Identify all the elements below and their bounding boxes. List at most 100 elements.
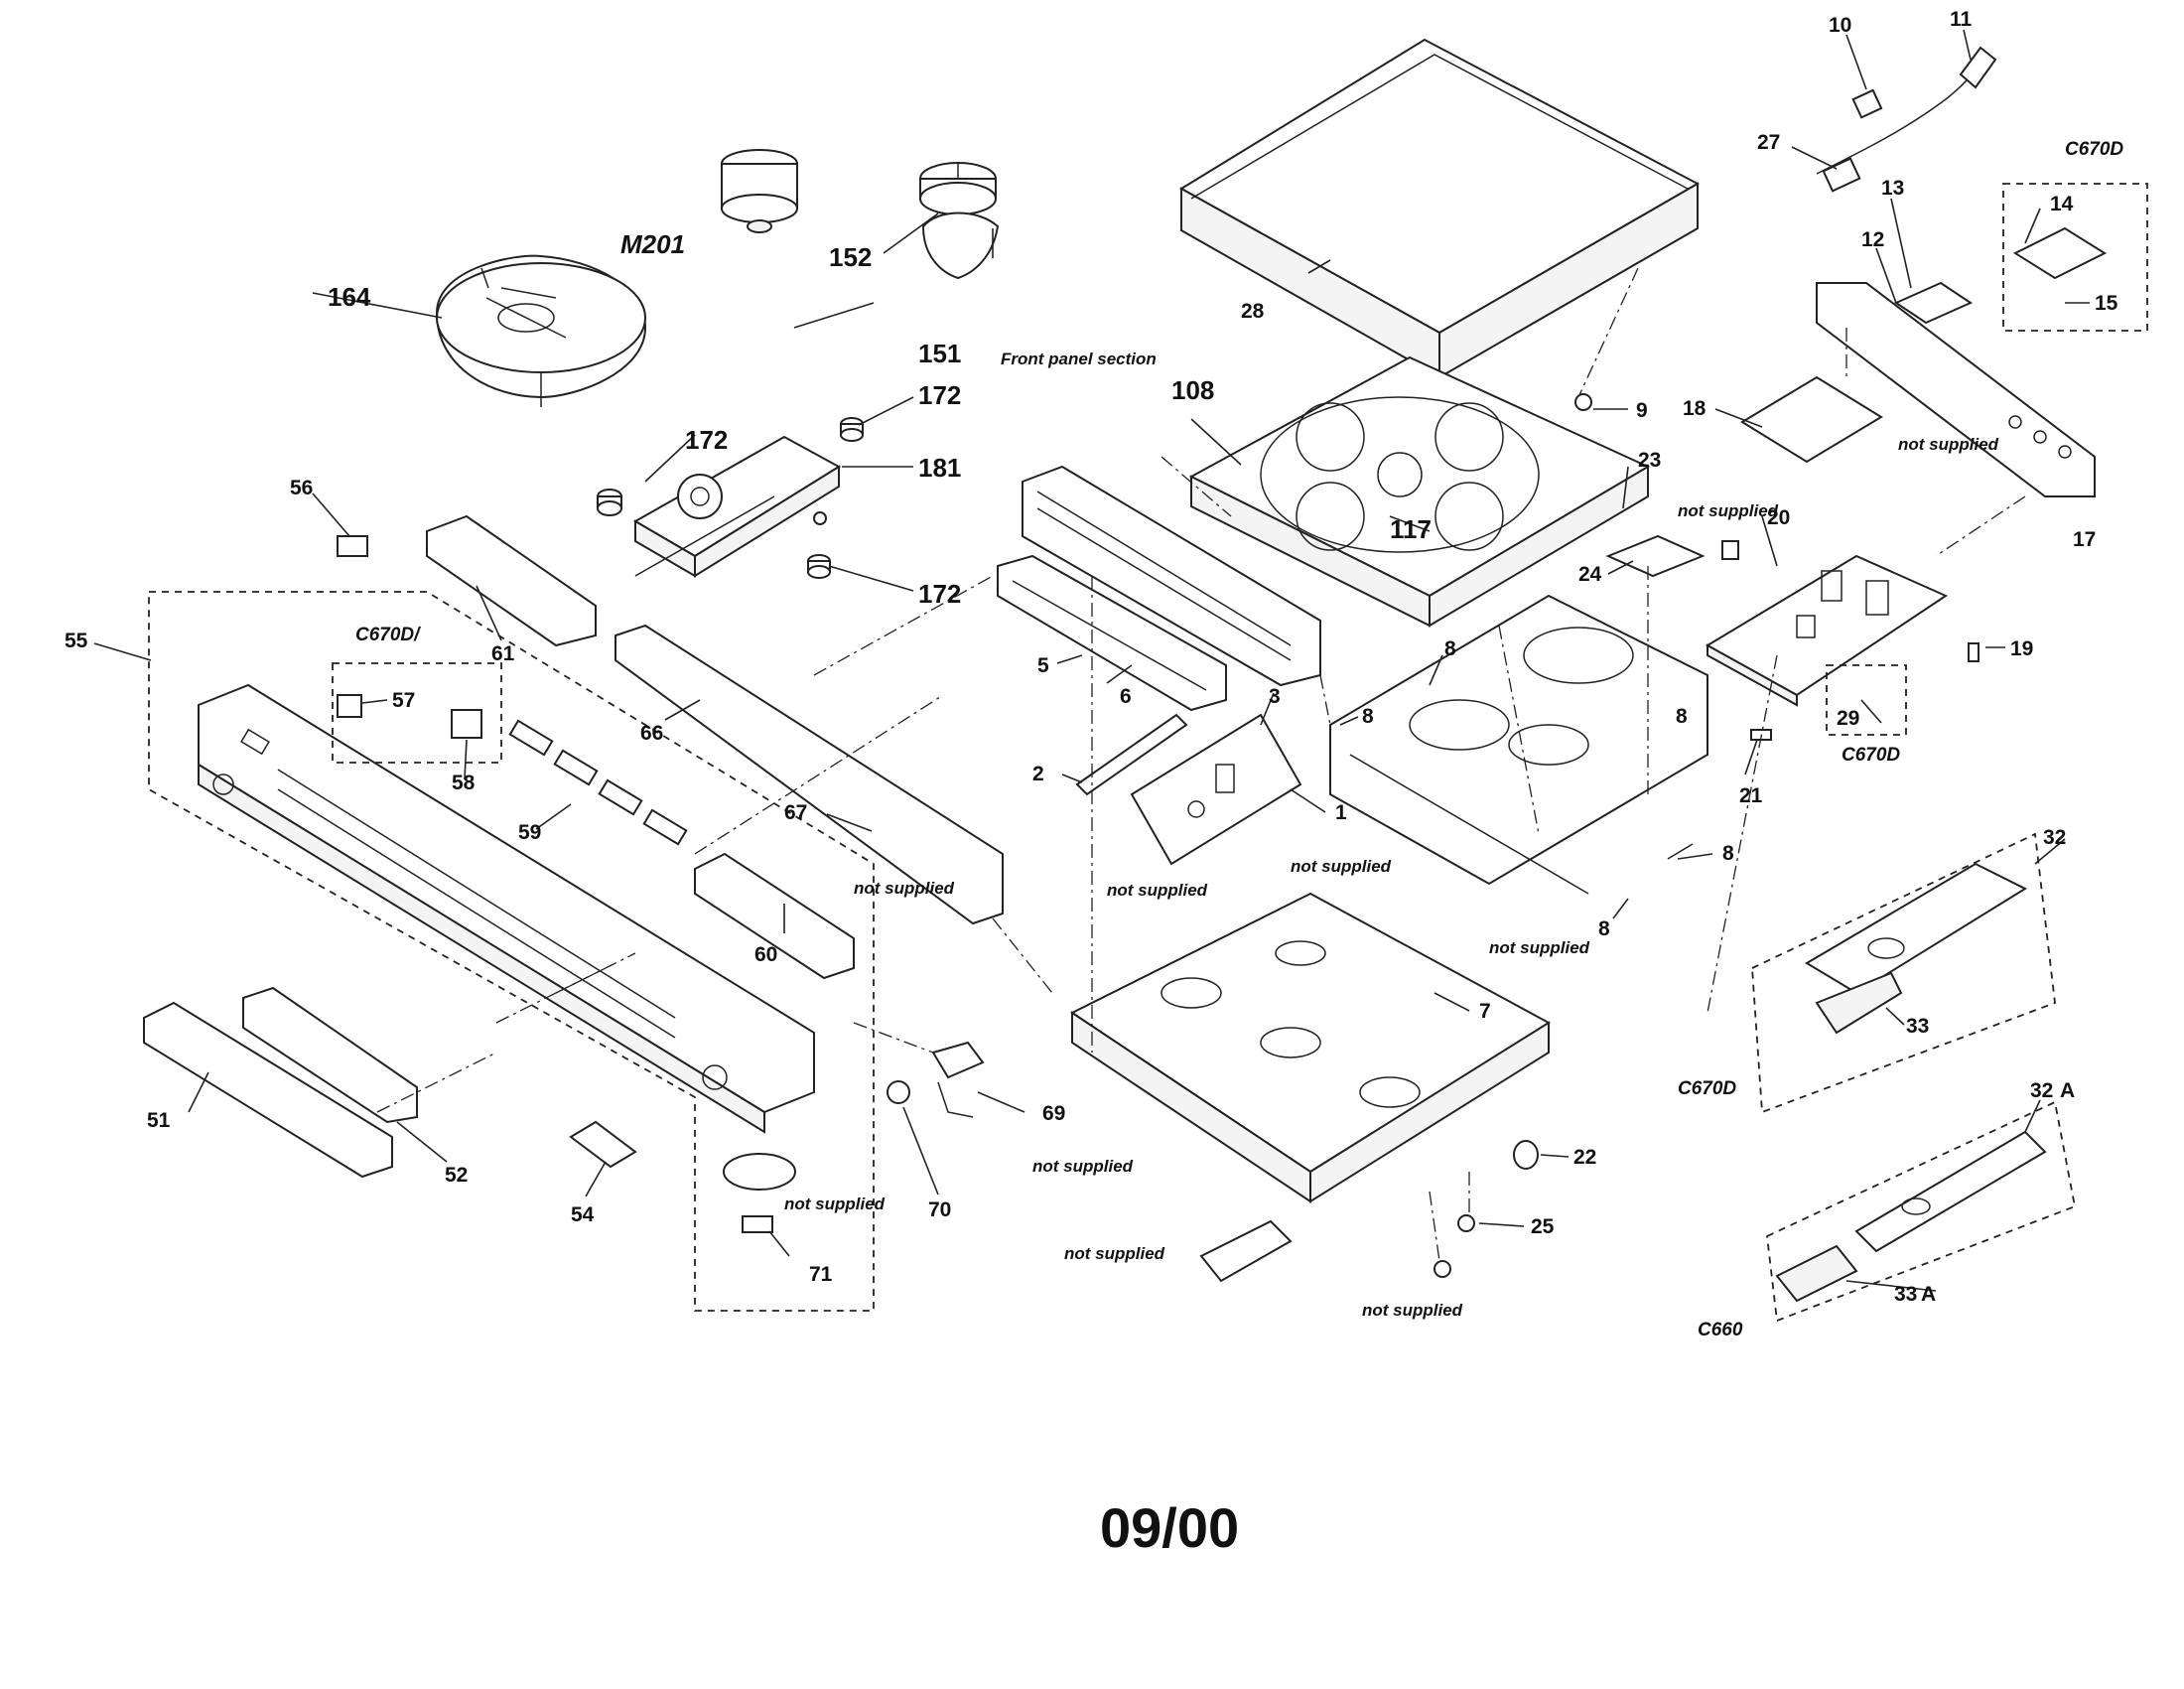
label-22: 22 xyxy=(1573,1146,1596,1169)
leader-lines xyxy=(93,29,2090,1292)
label-7: 7 xyxy=(1479,1000,1491,1023)
label-55: 55 xyxy=(65,630,88,652)
label-181: 181 xyxy=(918,453,961,483)
c670d-clip-dashed-box xyxy=(332,662,502,764)
c660-remote-dashed-box xyxy=(1766,1100,2077,1323)
clip-ns-part xyxy=(1721,540,1739,560)
label-172-b: 172 xyxy=(918,380,961,410)
label-17: 17 xyxy=(2073,528,2096,551)
remote-32-part xyxy=(1805,862,2028,1035)
label-8-b: 8 xyxy=(1362,705,1374,728)
label-32A-suffix: A xyxy=(2060,1079,2075,1102)
rotary-table-164-part xyxy=(435,254,647,407)
board-3-part xyxy=(1130,713,1302,866)
label-57: 57 xyxy=(392,689,415,712)
label-24: 24 xyxy=(1578,563,1602,586)
label-8-a: 8 xyxy=(1444,637,1456,660)
note-not-supplied-71: not supplied xyxy=(784,1195,886,1213)
label-c670d-remote: C670D xyxy=(1678,1078,1736,1099)
note-front-panel-section: Front panel section xyxy=(1001,350,1157,368)
bottom-bracket-part xyxy=(1199,1219,1293,1283)
remote-32A-part xyxy=(1775,1130,2047,1303)
label-70: 70 xyxy=(928,1198,951,1221)
note-not-supplied-chassis: not supplied xyxy=(1032,1157,1134,1176)
label-23: 23 xyxy=(1638,449,1661,472)
label-5: 5 xyxy=(1037,654,1049,677)
label-66: 66 xyxy=(640,722,663,745)
label-28: 28 xyxy=(1241,300,1265,323)
screw-9-part xyxy=(1574,393,1592,411)
label-60: 60 xyxy=(754,943,777,966)
label-20: 20 xyxy=(1767,506,1790,529)
clip-57-part xyxy=(337,694,362,718)
c670d-rear-dashed-box xyxy=(2002,183,2148,332)
label-19: 19 xyxy=(2010,637,2033,660)
knob-70-part xyxy=(887,1080,910,1104)
label-152: 152 xyxy=(829,242,872,272)
note-not-supplied-18: not supplied xyxy=(1898,435,1999,454)
label-54: 54 xyxy=(571,1203,595,1226)
label-12: 12 xyxy=(1861,228,1884,251)
support-61-part xyxy=(426,514,597,647)
label-10: 10 xyxy=(1829,14,1851,37)
label-172-c: 172 xyxy=(918,579,961,609)
label-3: 3 xyxy=(1269,685,1281,708)
sub-board-13-part xyxy=(1893,281,1974,325)
label-15: 15 xyxy=(2095,292,2118,315)
label-117: 117 xyxy=(1390,514,1432,544)
label-m201: M201 xyxy=(620,229,685,259)
label-6: 6 xyxy=(1120,685,1132,708)
note-not-supplied-board: not supplied xyxy=(1107,881,1208,900)
main-board-20-part xyxy=(1706,554,1949,707)
bracket-66-part xyxy=(614,624,1004,925)
label-69: 69 xyxy=(1042,1102,1065,1125)
label-58: 58 xyxy=(452,772,476,794)
power-cord-part xyxy=(1816,46,1997,193)
label-c670d-57: C670D/ xyxy=(355,625,421,645)
label-51: 51 xyxy=(147,1109,171,1132)
note-not-supplied-bracket: not supplied xyxy=(1064,1244,1165,1263)
clip-56-part xyxy=(337,535,368,557)
button-59-parts xyxy=(508,719,688,846)
label-25: 25 xyxy=(1531,1215,1555,1238)
optical-pickup-181-part xyxy=(632,435,841,578)
damper-172-parts xyxy=(597,417,864,579)
label-172-a: 172 xyxy=(685,425,728,455)
label-8-c: 8 xyxy=(1722,842,1734,865)
board-52-part xyxy=(242,986,418,1124)
label-33A: 33 xyxy=(1894,1283,1917,1306)
label-32: 32 xyxy=(2043,826,2066,849)
bracket-51-part xyxy=(143,1001,393,1179)
label-1: 1 xyxy=(1335,801,1347,824)
clip-19-part xyxy=(1968,642,1979,662)
c670d-remote-dashed-box xyxy=(1751,832,2056,1114)
label-32A: 32 xyxy=(2030,1079,2053,1102)
board-60-part xyxy=(694,852,855,980)
note-ns-18-text: not supplied xyxy=(1898,435,1999,454)
label-c670d-29: C670D xyxy=(1842,745,1900,766)
label-33A-suffix: A xyxy=(1921,1283,1936,1306)
front-panel-dashed-box xyxy=(148,591,875,1312)
belt-151-part xyxy=(921,211,1000,280)
label-67: 67 xyxy=(784,801,807,824)
motor-m201-part xyxy=(721,149,798,233)
ring-71-part xyxy=(723,1153,796,1233)
mechanism-deck-part xyxy=(1329,594,1708,895)
note-not-supplied-top: not supplied xyxy=(1291,857,1392,876)
label-61: 61 xyxy=(491,642,515,665)
footer-date: 09/00 xyxy=(1100,1496,1239,1559)
label-c660: C660 xyxy=(1698,1320,1743,1340)
label-33: 33 xyxy=(1906,1015,1929,1038)
top-cover-part xyxy=(1179,38,1701,379)
window-6-part xyxy=(997,554,1227,712)
label-59: 59 xyxy=(518,821,541,844)
c670d-29-dashed-box xyxy=(1826,664,1907,736)
sub-board-14-part xyxy=(2012,226,2108,280)
label-c670d-top: C670D xyxy=(2065,139,2123,160)
label-71: 71 xyxy=(809,1263,833,1286)
label-164: 164 xyxy=(328,282,371,312)
note-not-supplied-screw: not supplied xyxy=(1362,1301,1463,1320)
label-21: 21 xyxy=(1739,784,1763,807)
label-18: 18 xyxy=(1683,397,1706,420)
